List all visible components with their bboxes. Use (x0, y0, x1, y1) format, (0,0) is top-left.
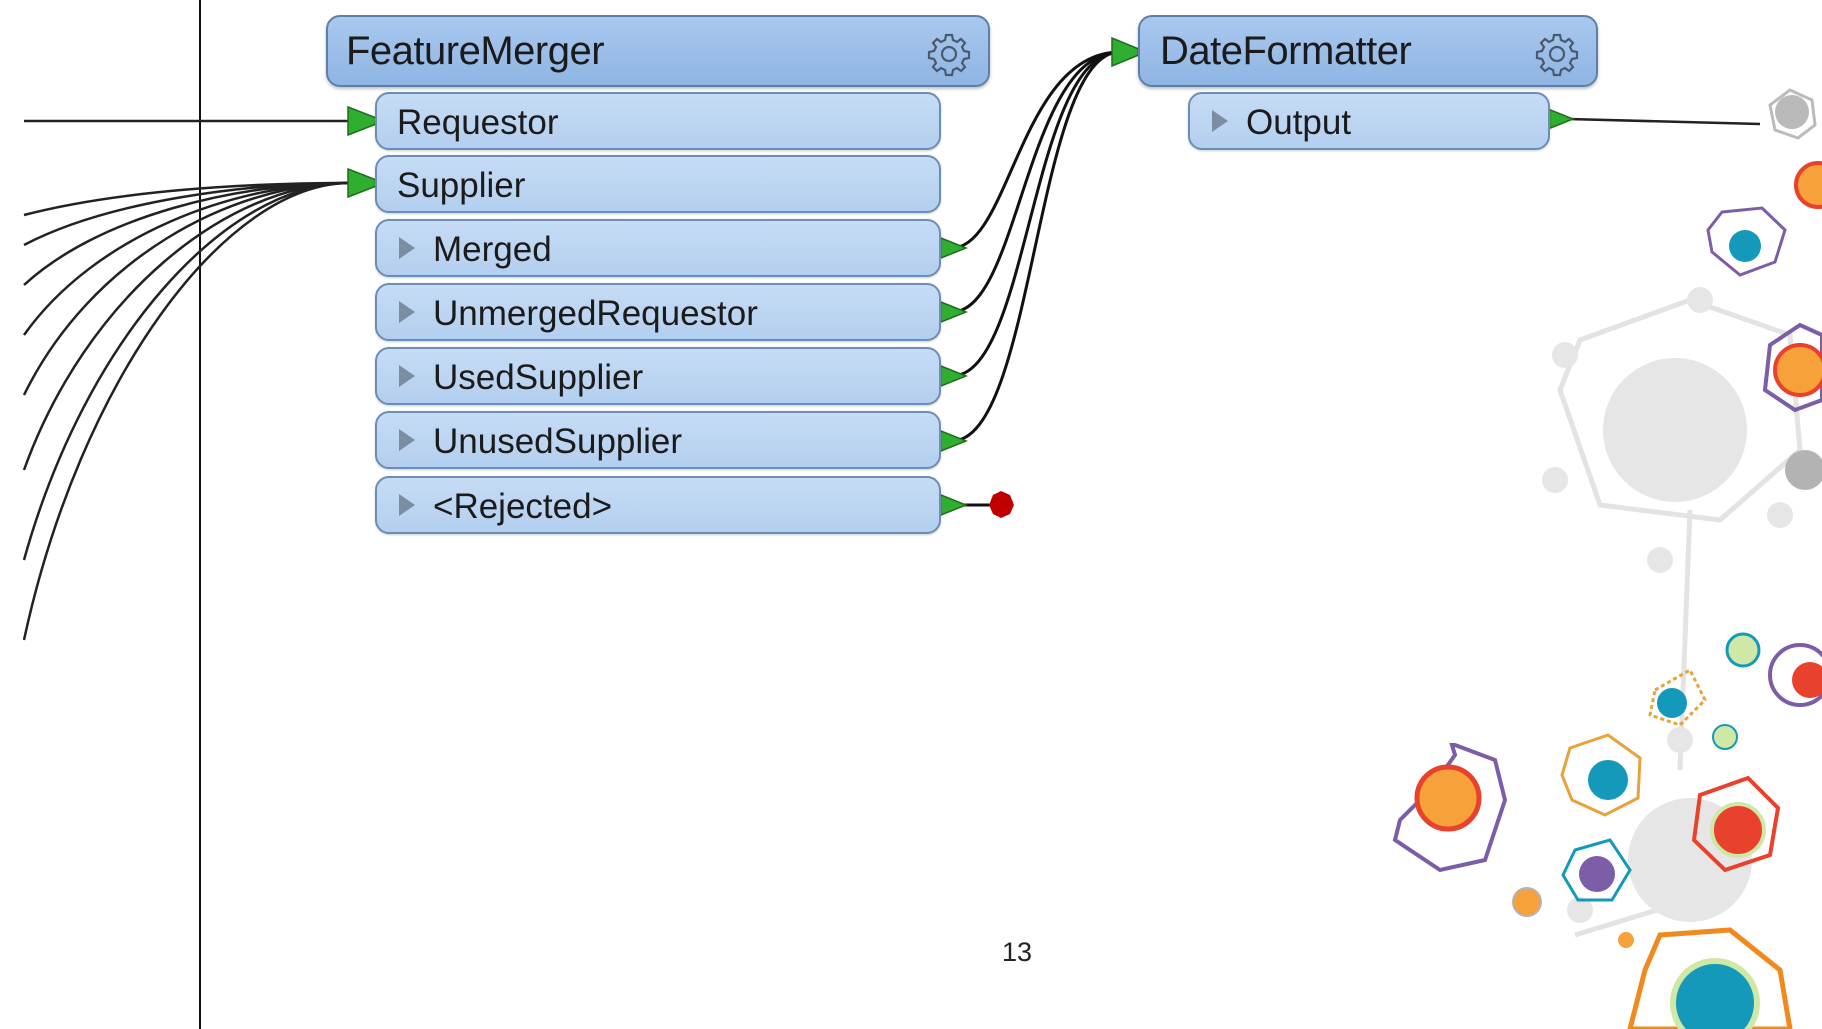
port-label: Merged (433, 230, 552, 269)
connection-line[interactable] (23, 181, 351, 286)
expand-triangle-icon[interactable] (399, 494, 415, 516)
output-port-rejected[interactable]: <Rejected> (375, 476, 941, 534)
rejected-stop-icon (989, 491, 1014, 518)
connection-line[interactable] (22, 181, 351, 471)
expand-triangle-icon[interactable] (399, 429, 415, 451)
output-port-unusedsupplier[interactable]: UnusedSupplier (375, 411, 941, 469)
connection-line[interactable] (951, 50, 1121, 250)
port-label: Output (1246, 103, 1352, 142)
connection-line[interactable] (22, 181, 351, 561)
expand-triangle-icon[interactable] (1212, 110, 1228, 132)
page-number: 13 (1001, 937, 1033, 967)
port-label: UnusedSupplier (433, 422, 683, 461)
connection-line[interactable] (22, 181, 351, 336)
input-port-requestor[interactable]: Requestor (375, 92, 941, 150)
decorative-molecule-graphic (1392, 88, 1822, 1029)
port-label: Supplier (397, 166, 526, 205)
expand-triangle-icon[interactable] (399, 301, 415, 323)
canvas-divider-line (199, 0, 201, 1029)
connection-line[interactable] (951, 50, 1121, 314)
dateformatter-header[interactable]: DateFormatter (1138, 15, 1598, 87)
gear-icon[interactable] (924, 29, 974, 79)
port-label: UsedSupplier (433, 358, 644, 397)
port-label: <Rejected> (433, 487, 613, 526)
connection-line[interactable] (951, 50, 1121, 378)
output-port-merged[interactable]: Merged (375, 219, 941, 277)
output-port-output[interactable]: Output (1188, 92, 1550, 150)
dateformatter-title: DateFormatter (1160, 29, 1412, 73)
port-label: UnmergedRequestor (433, 294, 758, 333)
connection-line[interactable] (951, 50, 1121, 443)
output-port-usedsupplier[interactable]: UsedSupplier (375, 347, 941, 405)
connection-line[interactable] (1567, 117, 1761, 126)
input-port-arrow-icon (1111, 36, 1148, 68)
output-port-unmergedrequestor[interactable]: UnmergedRequestor (375, 283, 941, 341)
gear-icon[interactable] (1532, 29, 1582, 79)
port-label: Requestor (397, 103, 559, 142)
connection-line[interactable] (22, 181, 351, 641)
connection-line[interactable] (22, 181, 351, 396)
input-port-supplier[interactable]: Supplier (375, 155, 941, 213)
expand-triangle-icon[interactable] (399, 365, 415, 387)
input-port-arrow-icon (347, 167, 387, 199)
input-port-arrow-icon (347, 105, 387, 137)
featuremerger-title: FeatureMerger (346, 29, 605, 73)
expand-triangle-icon[interactable] (399, 237, 415, 259)
featuremerger-header[interactable]: FeatureMerger (326, 15, 990, 87)
